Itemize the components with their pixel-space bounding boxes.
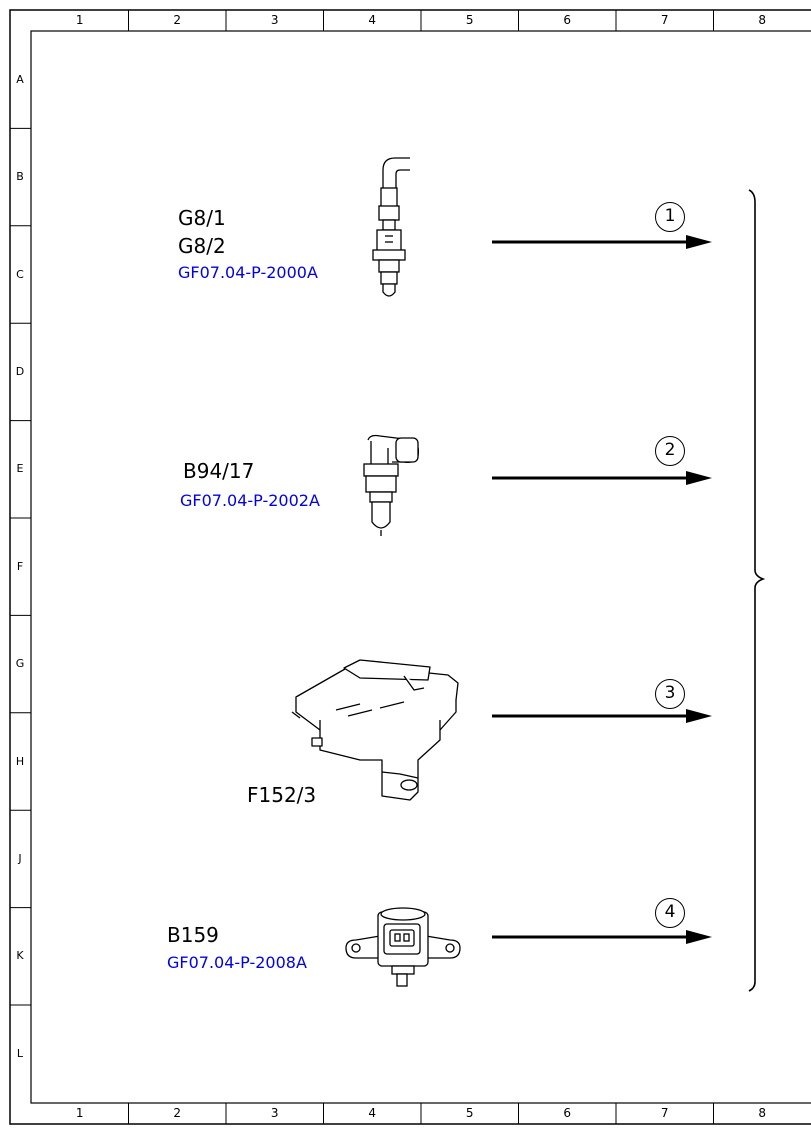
row-label: J	[18, 851, 22, 865]
arrow-number-3: 3	[655, 679, 685, 709]
arrow-3	[492, 709, 712, 723]
column-label: 6	[563, 13, 572, 27]
arrow-4	[492, 930, 712, 944]
component-code-f152-3: F152/3	[247, 783, 317, 807]
column-label: 3	[270, 13, 279, 27]
pressure-sensor-icon	[345, 907, 461, 987]
column-label: 5	[465, 13, 474, 27]
column-label: 3	[270, 1106, 279, 1120]
component-code-b159: B159	[167, 923, 219, 947]
reference-link-4[interactable]: GF07.04-P-2008A	[167, 953, 307, 972]
column-label: 8	[758, 1106, 767, 1120]
fuse-relay-module-icon	[291, 659, 459, 801]
temperature-sensor-icon	[363, 434, 420, 536]
column-label: 4	[368, 1106, 377, 1120]
row-label: D	[15, 364, 25, 378]
row-label: K	[16, 949, 24, 963]
row-label: A	[16, 72, 24, 86]
grouping-brace	[748, 189, 766, 992]
arrow-number-2: 2	[655, 436, 685, 466]
reference-link-1[interactable]: GF07.04-P-2000A	[178, 263, 318, 282]
arrow-number-4: 4	[655, 898, 685, 928]
component-code-g8-2: G8/2	[178, 234, 226, 258]
oxygen-sensor-icon	[372, 157, 410, 297]
row-label: F	[16, 559, 24, 573]
column-label: 1	[75, 1106, 84, 1120]
arrow-number-1: 1	[655, 202, 685, 232]
column-label: 4	[368, 13, 377, 27]
column-label: 2	[173, 1106, 182, 1120]
column-label: 7	[660, 13, 669, 27]
reference-link-2[interactable]: GF07.04-P-2002A	[180, 491, 320, 510]
row-label: C	[16, 267, 24, 281]
column-label: 2	[173, 13, 182, 27]
row-label: G	[15, 657, 25, 671]
column-label: 5	[465, 1106, 474, 1120]
component-code-g8-1: G8/1	[178, 206, 226, 230]
arrow-1	[492, 235, 712, 249]
row-label: E	[16, 462, 24, 476]
row-label: B	[16, 170, 24, 184]
arrow-2	[492, 471, 712, 485]
component-code-b94-17: B94/17	[183, 459, 255, 483]
column-label: 1	[75, 13, 84, 27]
column-label: 8	[758, 13, 767, 27]
column-label: 7	[660, 1106, 669, 1120]
row-label: L	[16, 1046, 24, 1060]
row-label: H	[15, 754, 25, 768]
column-label: 6	[563, 1106, 572, 1120]
